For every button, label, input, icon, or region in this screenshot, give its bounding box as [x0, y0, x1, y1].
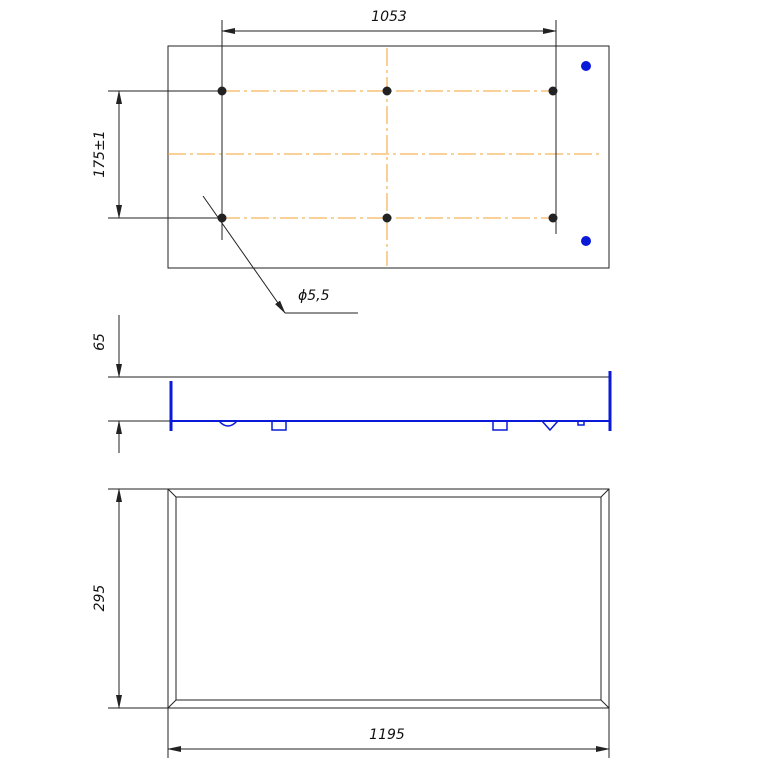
top-view-plate-outline	[167, 45, 610, 269]
mounting-hole	[548, 86, 558, 96]
mounting-tab	[577, 420, 585, 426]
dimension-label-175: 175±1	[92, 130, 108, 177]
mounting-hole	[548, 213, 558, 223]
front-view: 295 1195	[92, 488, 610, 758]
top-view: 1053 175±1 ϕ5,5	[92, 9, 610, 314]
mounting-hole	[382, 86, 392, 96]
bevel-corner-line	[600, 488, 610, 498]
dimension-label-295: 295	[92, 585, 108, 612]
mounting-tab	[541, 420, 559, 432]
dimension-label-1195: 1195	[369, 727, 405, 743]
diameter-leader-line	[202, 195, 286, 314]
bevel-corner-line	[600, 699, 610, 709]
blue-marker-dot	[581, 61, 591, 71]
front-view-inner-frame	[175, 496, 602, 701]
dimension-label-65: 65	[92, 333, 108, 351]
mounting-tab	[492, 420, 508, 431]
frame-bevel-lines	[167, 488, 610, 709]
mounting-tabs	[218, 420, 585, 432]
side-view: 65	[92, 315, 612, 453]
mounting-tab	[271, 420, 287, 431]
bevel-corner-line	[167, 488, 177, 498]
bevel-corner-line	[167, 699, 177, 709]
diameter-label: ϕ5,5	[298, 288, 330, 304]
mounting-hole	[382, 213, 392, 223]
centerlines	[168, 48, 600, 266]
mounting-tab	[218, 420, 238, 427]
blue-marker-dot	[581, 236, 591, 246]
front-view-outer-frame	[167, 488, 610, 709]
dimension-label-1053: 1053	[371, 9, 407, 25]
